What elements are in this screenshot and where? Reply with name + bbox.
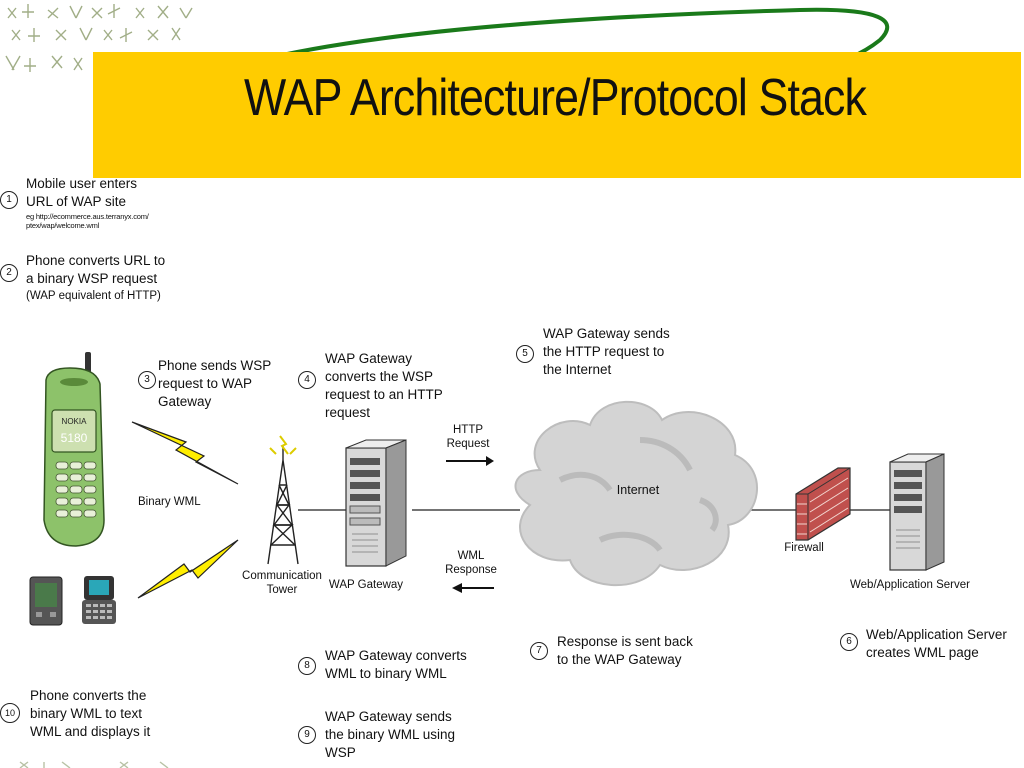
step-number: 9	[298, 726, 316, 744]
step-number: 3	[138, 371, 156, 389]
binary-wml-label: Binary WML	[138, 496, 201, 508]
tower-icon	[267, 446, 299, 565]
step-1-note: eg http://ecommerce.aus.terranyx.com/ pt…	[26, 212, 149, 230]
phone-model-label: 5180	[61, 431, 88, 445]
cloud-icon	[514, 400, 758, 586]
arrow-left-icon	[452, 583, 494, 593]
step-2-note: (WAP equivalent of HTTP)	[26, 290, 161, 302]
step-number: 2	[0, 264, 18, 282]
server-icon	[889, 453, 945, 571]
step-number: 7	[530, 642, 548, 660]
phone-brand-label: NOKIA	[62, 417, 88, 426]
step-number: 10	[0, 703, 20, 723]
tower-label: Communication Tower	[242, 570, 322, 596]
http-request-label: HTTP Request	[446, 424, 490, 450]
step-number: 1	[0, 191, 18, 209]
step-9-text: WAP Gateway sends the binary WML using W…	[325, 709, 456, 760]
arrow-right-icon	[446, 456, 494, 466]
step-number: 6	[840, 633, 858, 651]
server-icon	[345, 439, 407, 567]
step-number: 8	[298, 657, 316, 675]
phone-icon: NOKIA 5180	[43, 352, 105, 547]
step-5-text: WAP Gateway sends the HTTP request to th…	[543, 326, 670, 377]
step-2-text: Phone converts URL to a binary WSP reque…	[26, 253, 166, 286]
decorative-glyph-pattern	[5, 4, 193, 72]
step-7-text: Response is sent back to the WAP Gateway	[557, 634, 693, 667]
step-8-text: WAP Gateway converts WML to binary WML	[325, 648, 467, 681]
communicator-icon	[82, 576, 116, 624]
step-4-text: WAP Gateway converts the WSP request to …	[325, 351, 443, 420]
firewall-icon	[795, 467, 851, 541]
firewall-label: Firewall	[784, 542, 824, 554]
lightning-bolt-icon	[137, 539, 239, 599]
step-3-text: Phone sends WSP request to WAP Gateway	[158, 358, 272, 409]
gateway-label: WAP Gateway	[328, 579, 404, 591]
pda-icon	[29, 576, 63, 626]
server-label: Web/Application Server	[850, 579, 970, 591]
title-bar	[93, 52, 1021, 178]
step-10-text: Phone converts the binary WML to text WM…	[30, 688, 151, 739]
step-6-text: Web/Application Server creates WML page	[866, 627, 1007, 660]
step-number: 4	[298, 371, 316, 389]
wml-response-label: WML Response	[445, 550, 497, 576]
step-number: 5	[516, 345, 534, 363]
slide-title: WAP Architecture/Protocol Stack	[243, 69, 867, 127]
lightning-bolt-icon	[131, 421, 239, 485]
step-1-text: Mobile user enters URL of WAP site	[26, 176, 138, 209]
internet-label: Internet	[616, 483, 660, 497]
